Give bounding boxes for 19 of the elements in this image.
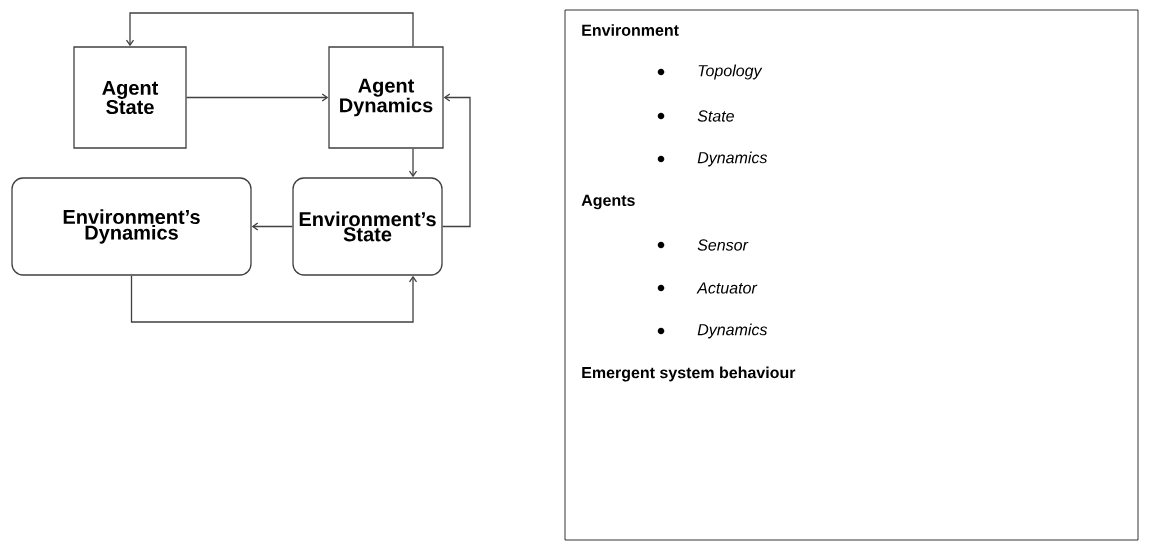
arrow: [186, 93, 329, 102]
process-box: Agent Dynamics: [328, 46, 444, 149]
process-box: Agent State: [73, 46, 187, 149]
list-item: Dynamics: [697, 323, 768, 339]
list-item: Dynamics: [697, 151, 768, 167]
list-item: Topology: [698, 64, 763, 80]
heading: Emergent system behaviour: [582, 366, 796, 382]
list-item: Sensor: [697, 239, 749, 251]
arrow: [408, 148, 418, 178]
arrow: [251, 222, 293, 231]
arrow: [130, 275, 418, 323]
list-item: State: [697, 110, 734, 122]
arrow: [442, 93, 471, 228]
heading: Environment: [582, 24, 679, 36]
rounded-box: Environment’s State: [292, 177, 443, 276]
list-item: Actuator: [696, 282, 758, 294]
arrow: [125, 12, 414, 47]
rounded-box: Environment’s Dynamics: [11, 177, 252, 276]
heading: Agents: [581, 194, 635, 210]
